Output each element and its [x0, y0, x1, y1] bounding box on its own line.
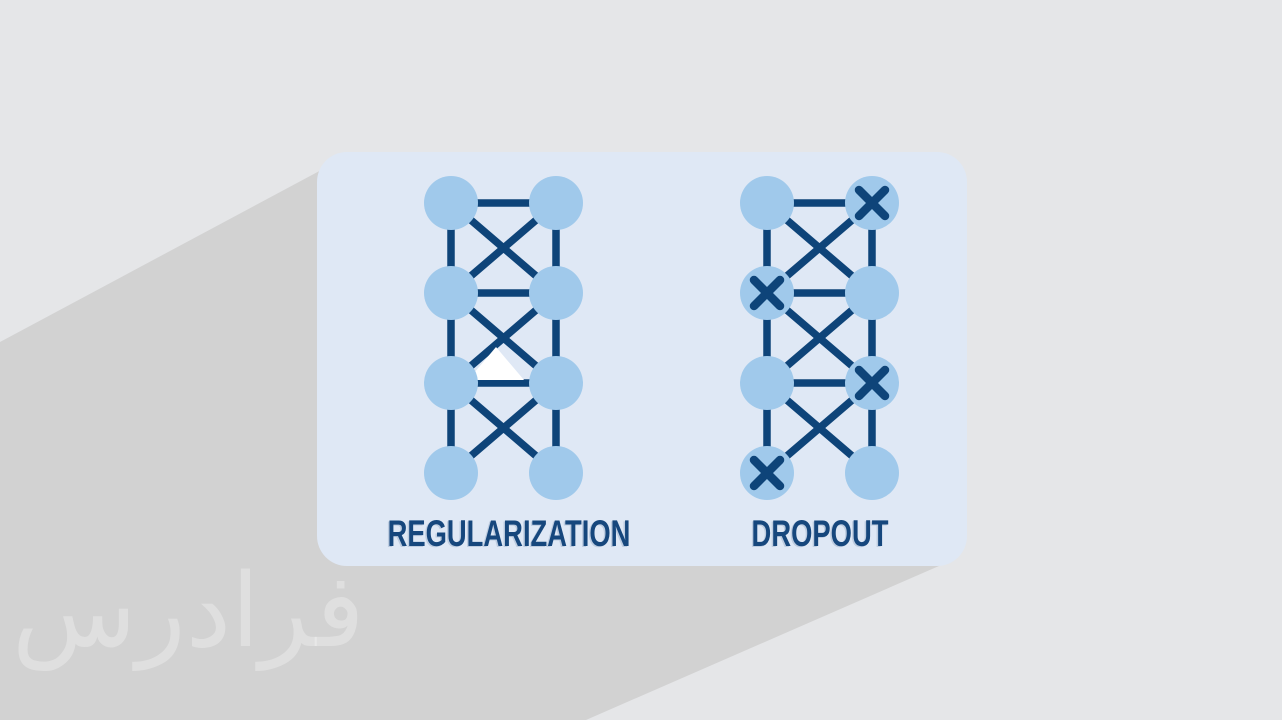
neuron-node	[529, 356, 583, 410]
white-gap-artifact	[468, 347, 524, 380]
neuron-node	[424, 356, 478, 410]
dropout-network	[740, 176, 899, 500]
dropped-x-icon	[854, 365, 890, 401]
dropout-label: DROPOUT	[751, 513, 889, 554]
dropped-x-icon	[854, 185, 890, 221]
neuron-node	[424, 176, 478, 230]
regularization-network	[424, 176, 583, 500]
neuron-node	[529, 266, 583, 320]
dropped-x-icon	[749, 455, 785, 491]
dropped-x-icon	[749, 275, 785, 311]
neuron-node	[845, 446, 899, 500]
neuron-node	[424, 266, 478, 320]
neuron-node	[740, 176, 794, 230]
neuron-node	[845, 266, 899, 320]
regularization-label: REGULARIZATION	[387, 513, 631, 554]
neuron-node	[529, 176, 583, 230]
watermark-faradars-logo: فرادرس	[12, 552, 365, 671]
neuron-node	[424, 446, 478, 500]
neuron-node	[529, 446, 583, 500]
neuron-node	[740, 356, 794, 410]
